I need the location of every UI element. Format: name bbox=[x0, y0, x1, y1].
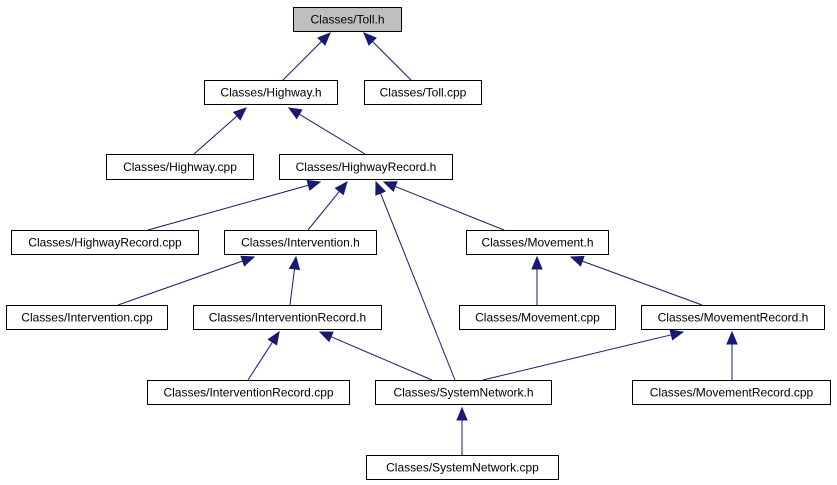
node-box bbox=[632, 380, 831, 405]
edge-movement_cpp-to-movement_h bbox=[531, 255, 543, 305]
node-movementrecord-h[interactable]: Classes/MovementRecord.h bbox=[641, 305, 825, 330]
edge-line bbox=[193, 115, 238, 155]
edge-line bbox=[372, 41, 412, 81]
node-label: Classes/SystemNetwork.h bbox=[393, 386, 533, 400]
edge-line bbox=[394, 185, 505, 231]
node-intervention-h[interactable]: Classes/Intervention.h bbox=[224, 230, 377, 255]
node-box bbox=[279, 154, 453, 180]
node-box bbox=[204, 80, 338, 105]
edge-line bbox=[147, 184, 309, 231]
arrowhead bbox=[382, 181, 398, 192]
node-box bbox=[293, 7, 402, 32]
node-box bbox=[11, 230, 199, 255]
node-highwayrecord-h[interactable]: Classes/HighwayRecord.h bbox=[279, 154, 453, 180]
node-box bbox=[147, 380, 350, 405]
edge-highway_cpp-to-highway_h bbox=[193, 107, 247, 155]
node-box bbox=[459, 305, 616, 330]
node-highway-cpp[interactable]: Classes/Highway.cpp bbox=[106, 154, 254, 180]
arrowhead bbox=[363, 32, 377, 46]
edge-intervention_cpp-to-intervention_h bbox=[117, 255, 256, 306]
node-label: Classes/MovementRecord.cpp bbox=[650, 386, 814, 400]
edge-intervention_h-to-highwayrecord_h bbox=[307, 180, 348, 231]
node-box bbox=[6, 305, 168, 330]
edges-layer bbox=[117, 32, 738, 455]
arrowhead bbox=[287, 107, 303, 120]
node-label: Classes/HighwayRecord.h bbox=[296, 160, 437, 174]
node-label: Classes/InterventionRecord.cpp bbox=[163, 386, 333, 400]
edge-interventionrecord_cpp-to-interventionrecord_h bbox=[247, 330, 280, 381]
arrowhead bbox=[569, 255, 585, 267]
arrowhead bbox=[531, 255, 543, 270]
node-movement-h[interactable]: Classes/Movement.h bbox=[466, 230, 609, 255]
arrowhead bbox=[240, 255, 256, 267]
node-toll-cpp[interactable]: Classes/Toll.cpp bbox=[364, 80, 482, 105]
node-label: Classes/SystemNetwork.cpp bbox=[386, 461, 539, 475]
node-highway-h[interactable]: Classes/Highway.h bbox=[204, 80, 338, 105]
edge-movementrecord_cpp-to-movementrecord_h bbox=[726, 330, 738, 380]
edge-highwayrecord_h-to-highway_h bbox=[287, 107, 366, 155]
arrowhead bbox=[317, 32, 331, 46]
node-label: Classes/Highway.h bbox=[220, 86, 321, 100]
edge-highwayrecord_cpp-to-highwayrecord_h bbox=[147, 179, 322, 231]
node-toll-h: Classes/Toll.h bbox=[293, 7, 402, 32]
edge-toll_cpp-to-toll_h bbox=[363, 32, 412, 81]
edge-systemnetwork_h-to-movementrecord_h bbox=[482, 329, 685, 381]
node-movementrecord-cpp[interactable]: Classes/MovementRecord.cpp bbox=[632, 380, 831, 405]
arrowhead bbox=[456, 406, 468, 421]
arrowhead bbox=[267, 330, 280, 346]
node-label: Classes/Highway.cpp bbox=[123, 160, 237, 174]
arrowhead bbox=[232, 107, 247, 121]
edge-interventionrecord_h-to-intervention_h bbox=[288, 255, 301, 306]
edge-highway_h-to-toll_h bbox=[282, 32, 331, 81]
node-movement-cpp[interactable]: Classes/Movement.cpp bbox=[459, 305, 616, 330]
edge-line bbox=[307, 190, 340, 231]
arrowhead bbox=[306, 179, 322, 191]
arrowhead bbox=[334, 180, 348, 196]
node-interventionrecord-h[interactable]: Classes/InterventionRecord.h bbox=[193, 305, 382, 330]
node-box bbox=[364, 80, 482, 105]
node-box bbox=[366, 455, 559, 480]
node-box bbox=[641, 305, 825, 330]
node-box bbox=[466, 230, 609, 255]
node-box bbox=[375, 380, 552, 405]
node-interventionrecord-cpp[interactable]: Classes/InterventionRecord.cpp bbox=[147, 380, 350, 405]
node-label: Classes/Toll.h bbox=[310, 13, 384, 27]
edge-line bbox=[247, 341, 273, 381]
node-label: Classes/Movement.cpp bbox=[475, 311, 600, 325]
edge-systemnetwork_h-to-highwayrecord_h bbox=[375, 180, 456, 381]
node-label: Classes/MovementRecord.h bbox=[658, 311, 809, 325]
edge-line bbox=[299, 113, 366, 155]
node-box bbox=[106, 154, 254, 180]
edge-line bbox=[379, 192, 456, 381]
arrowhead bbox=[375, 180, 386, 196]
node-intervention-cpp[interactable]: Classes/Intervention.cpp bbox=[6, 305, 168, 330]
arrowhead bbox=[726, 330, 738, 345]
node-systemnetwork-h[interactable]: Classes/SystemNetwork.h bbox=[375, 380, 552, 405]
node-label: Classes/Movement.h bbox=[481, 236, 593, 250]
edge-systemnetwork_h-to-interventionrecord_h bbox=[318, 331, 433, 381]
node-label: Classes/Intervention.h bbox=[241, 236, 360, 250]
arrowhead bbox=[669, 329, 685, 341]
node-label: Classes/InterventionRecord.h bbox=[209, 311, 366, 325]
arrowhead bbox=[318, 331, 334, 343]
node-label: Classes/Intervention.cpp bbox=[21, 311, 153, 325]
edge-line bbox=[582, 260, 703, 306]
edge-line bbox=[482, 334, 672, 381]
node-label: Classes/Toll.cpp bbox=[380, 86, 467, 100]
node-label: Classes/HighwayRecord.cpp bbox=[28, 236, 182, 250]
arrowhead bbox=[288, 255, 301, 271]
edge-movement_h-to-highwayrecord_h bbox=[382, 181, 505, 231]
edge-movementrecord_h-to-movement_h bbox=[569, 255, 703, 306]
edge-line bbox=[117, 260, 243, 306]
edge-line bbox=[289, 268, 296, 306]
edge-systemnetwork_cpp-to-systemnetwork_h bbox=[456, 406, 468, 455]
node-highwayrecord-cpp[interactable]: Classes/HighwayRecord.cpp bbox=[11, 230, 199, 255]
node-box bbox=[193, 305, 382, 330]
node-box bbox=[224, 230, 377, 255]
node-systemnetwork-cpp[interactable]: Classes/SystemNetwork.cpp bbox=[366, 455, 559, 480]
edge-line bbox=[330, 336, 433, 381]
edge-line bbox=[282, 41, 322, 81]
